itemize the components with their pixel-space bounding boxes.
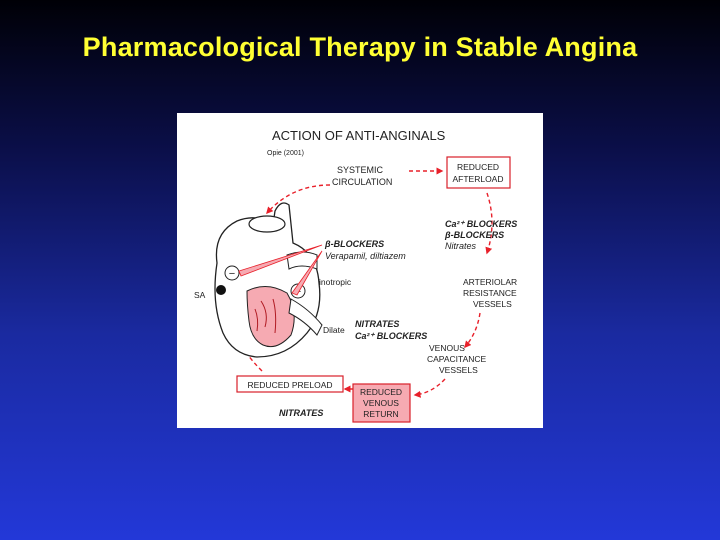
systemic-label-1: SYSTEMIC: [337, 165, 384, 175]
circulation-cycle-arrows: [235, 167, 493, 398]
reduced-return-label-1: REDUCED: [360, 387, 402, 397]
dilate-label: Dilate: [323, 325, 345, 335]
sa-node: [216, 285, 226, 295]
arteriolar-label-1: ARTERIOLAR: [463, 277, 517, 287]
arrow-to-heart-top: [266, 184, 331, 215]
reduced-afterload-label-1: REDUCED: [457, 162, 499, 172]
reduced-preload-label: REDUCED PRELOAD: [247, 380, 332, 390]
coronary-vessels: [254, 298, 277, 334]
arteriolar-label-3: VESSELS: [473, 299, 512, 309]
ca-blockers-center: Ca²⁺ BLOCKERS: [355, 331, 427, 341]
figure-panel: ACTION OF ANTI-ANGINALS Opie (2001) − −: [177, 113, 543, 428]
venous-label-2: CAPACITANCE: [427, 354, 487, 364]
arrow-to-venous: [464, 312, 481, 349]
vena-cava: [288, 298, 323, 336]
reduced-preload-box: [236, 375, 344, 393]
beta-blockers-left: β-BLOCKERS: [324, 239, 384, 249]
beta-blocker-wedge-sa: [238, 244, 323, 277]
beta-blocker-wedge-inotropic: [291, 250, 323, 296]
anti-anginal-diagram: ACTION OF ANTI-ANGINALS Opie (2001) − −: [194, 128, 517, 423]
slide-title: Pharmacological Therapy in Stable Angina: [82, 32, 638, 62]
beta-blockers-right: β-BLOCKERS: [444, 230, 504, 240]
negative-effect-marker-left: [224, 265, 240, 281]
minus-sign-left: −: [229, 268, 235, 280]
figure-citation: Opie (2001): [267, 150, 304, 157]
reduced-return-label-3: RETURN: [363, 409, 398, 419]
sa-label: SA: [194, 290, 206, 300]
reduced-afterload-label-2: AFTERLOAD: [452, 174, 503, 184]
reduced-afterload-box: [446, 156, 511, 189]
nitrates-center: NITRATES: [355, 319, 399, 329]
left-ventricle-highlight: [246, 286, 295, 348]
nitrates-bottom: NITRATES: [279, 408, 323, 418]
heart-illustration: − −: [214, 202, 323, 358]
figure-heading: ACTION OF ANTI-ANGINALS: [272, 128, 446, 143]
venous-label-3: VESSELS: [439, 365, 478, 375]
systemic-label-2: CIRCULATION: [332, 177, 392, 187]
arteriolar-label-2: RESISTANCE: [463, 288, 517, 298]
venous-label-1: VENOUS: [429, 343, 465, 353]
verapamil-label: Verapamil, diltiazem: [325, 251, 406, 261]
inotropic-label: inotropic: [319, 277, 352, 287]
aorta: [248, 215, 286, 233]
nitrates-right: Nitrates: [445, 241, 477, 251]
reduced-venous-return-box: [352, 383, 411, 423]
arrow-afterload-down: [485, 192, 493, 255]
ca-blockers-right: Ca²⁺ BLOCKERS: [445, 219, 517, 229]
reduced-return-label-2: VENOUS: [363, 398, 399, 408]
arrow-to-reduced-return: [413, 378, 446, 398]
